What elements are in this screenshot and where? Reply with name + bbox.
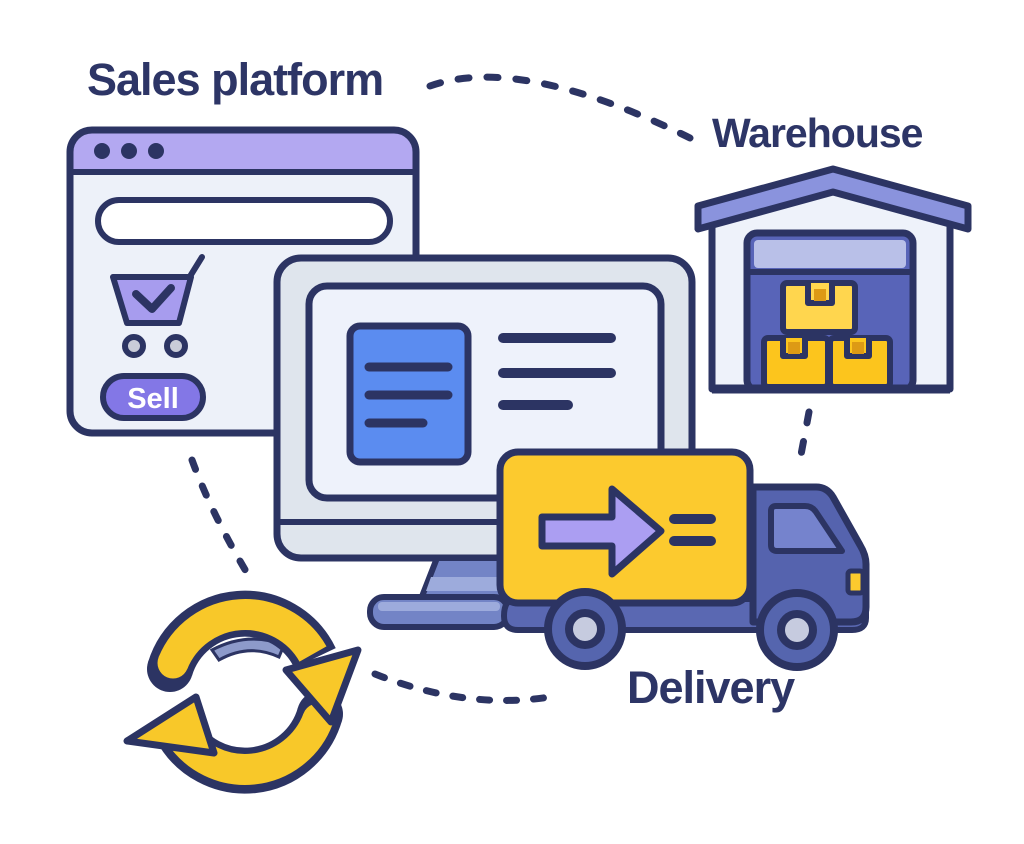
cart-checkmark-icon [132,284,175,313]
package-box-top [780,280,858,335]
browser-dots-icon [94,143,164,159]
browser-window-icon: Sell [66,126,420,437]
sync-arrows-icon [123,590,362,794]
monitor-icon [273,254,696,630]
sell-button-label: Sell [127,383,179,415]
package-box-right [827,335,893,390]
sync-arrowhead-right [282,646,362,726]
cart-wheel [164,334,188,358]
delivery-truck-icon [496,448,870,671]
warehouse-roof [694,165,972,233]
sync-arrowhead-left [123,693,218,757]
document-panel-icon [346,322,472,466]
cart-wheel [122,334,146,358]
sync-inner-shadow [209,637,286,662]
sell-button: Sell [100,373,206,421]
truck-cab-window [768,503,845,554]
speed-lines [669,514,716,546]
connector-sync-to-delivery [371,670,554,704]
label-warehouse: Warehouse [712,110,923,156]
arrow-right-icon [538,485,716,578]
truck-headlight [845,568,866,596]
connector-sales-to-sync [188,456,254,582]
browser-header-bar [70,130,416,172]
package-box-left [761,335,831,390]
label-sales-platform: Sales platform [87,54,384,105]
package-boxes-icon [761,280,893,390]
screen-text-lines [498,333,616,410]
warehouse-lintel [754,240,906,268]
search-bar [95,197,393,245]
shopping-cart-icon [110,254,205,358]
truck-wheel-front [756,589,838,671]
cart-handle [186,254,205,281]
monitor-stand [367,555,511,630]
connector-sales-to-warehouse [426,73,694,142]
connector-warehouse-to-truck [796,408,813,464]
truck-wheel-rear [544,588,626,670]
label-delivery: Delivery [627,662,795,713]
dotted-connectors [188,73,813,704]
warehouse-icon [694,165,972,394]
